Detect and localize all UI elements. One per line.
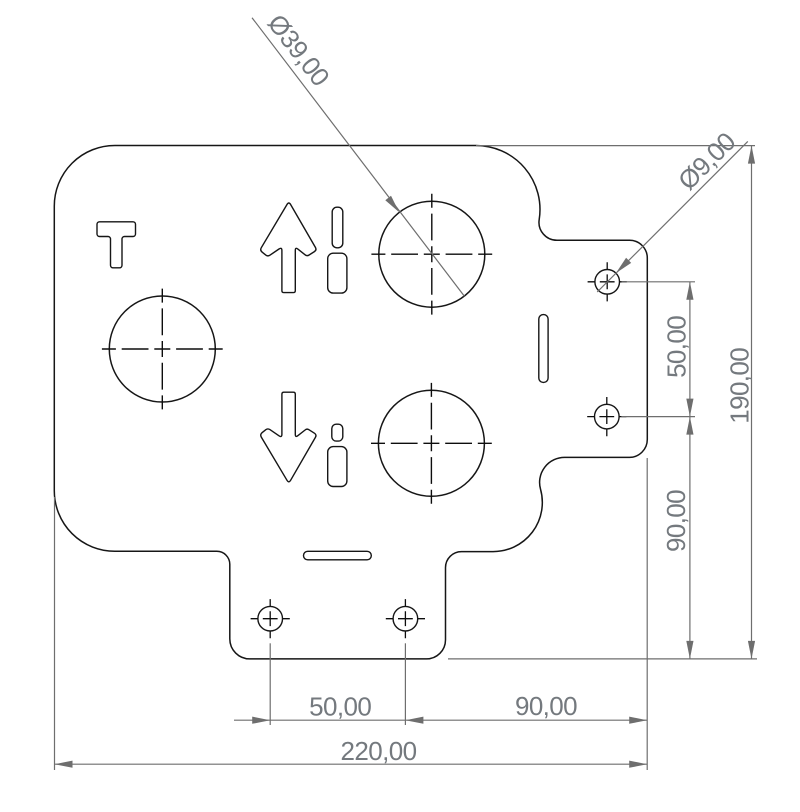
svg-text:50,00: 50,00 — [661, 316, 691, 378]
svg-text:90,00: 90,00 — [661, 490, 691, 552]
svg-text:220,00: 220,00 — [341, 736, 417, 766]
svg-text:90,00: 90,00 — [515, 691, 577, 721]
svg-text:50,00: 50,00 — [309, 692, 371, 722]
svg-text:190,00: 190,00 — [724, 348, 754, 424]
